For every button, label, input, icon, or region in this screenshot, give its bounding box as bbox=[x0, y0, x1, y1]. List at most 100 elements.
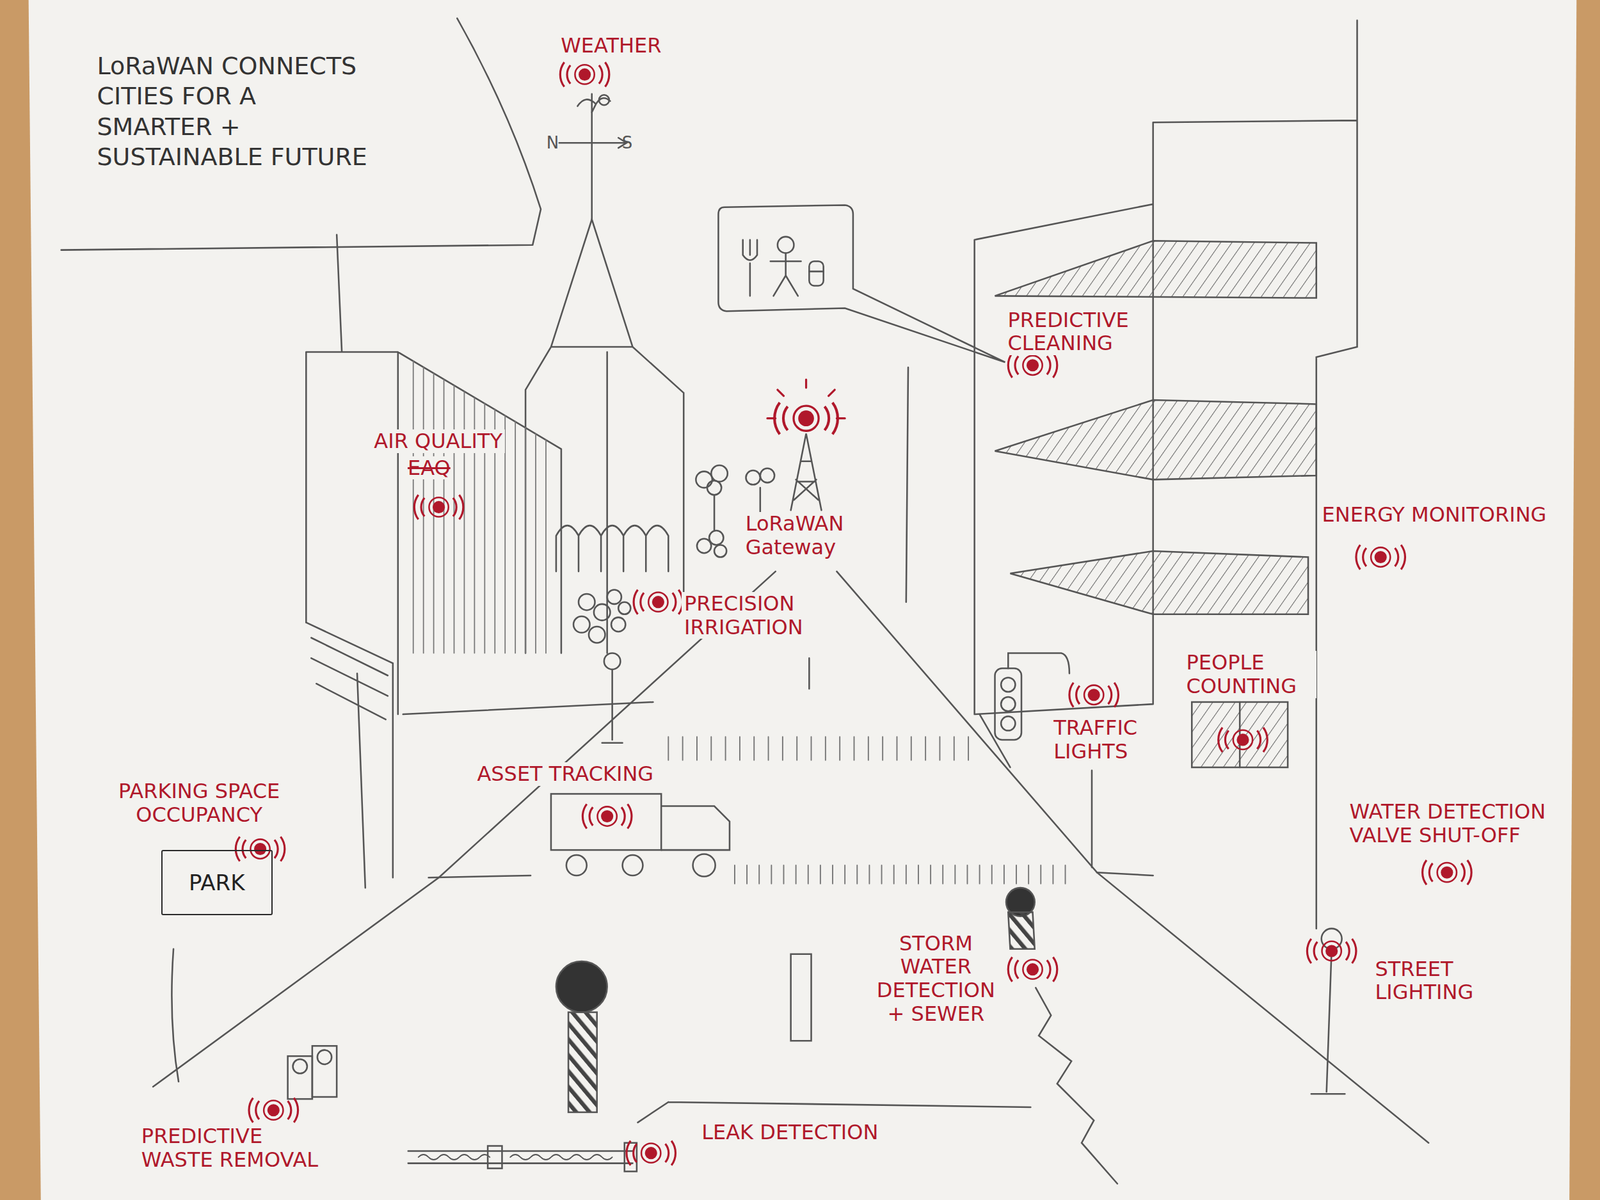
pencil-sketch bbox=[661, 806, 730, 851]
pencil-sketch bbox=[668, 736, 969, 761]
pencil-sketch bbox=[906, 20, 1358, 929]
pencil-sketch bbox=[604, 652, 621, 670]
sensor-label: ENERGY MONITORING bbox=[1319, 503, 1550, 527]
sensor-label: STORM WATER DETECTION + SEWER bbox=[869, 931, 1003, 1026]
sensor-label: PREDICTIVE CLEANING bbox=[1004, 308, 1148, 356]
pencil-sketch bbox=[611, 617, 626, 632]
pencil-sketch bbox=[602, 669, 623, 744]
sensor-label: WATER DETECTION VALVE SHUT-OFF bbox=[1347, 800, 1564, 848]
sensor-icon bbox=[1008, 353, 1058, 378]
sensor-icon bbox=[582, 803, 632, 829]
pencil-sketch bbox=[556, 525, 669, 572]
sensor-icon bbox=[560, 62, 610, 87]
pencil-sketch bbox=[777, 236, 795, 254]
pencil-sketch bbox=[305, 234, 562, 715]
sensor-label: PEOPLE COUNTING bbox=[1183, 650, 1317, 699]
pencil-sketch bbox=[61, 18, 1429, 1184]
pencil-sketch bbox=[152, 571, 1429, 1144]
sensor-icon bbox=[248, 1098, 299, 1123]
pencil-sketch bbox=[293, 1059, 308, 1074]
pencil-sketch bbox=[413, 360, 546, 653]
sensor-icon bbox=[414, 494, 464, 520]
sensor-icon bbox=[633, 590, 683, 615]
pencil-sketch bbox=[317, 1050, 332, 1065]
sign-text: PARK bbox=[188, 869, 246, 896]
pencil-sketch bbox=[707, 480, 722, 495]
sensor-label: S bbox=[619, 133, 636, 153]
pencil-sketch bbox=[305, 622, 393, 889]
pencil-sketch bbox=[525, 219, 684, 654]
pencil-sketch bbox=[711, 465, 728, 482]
pencil-sketch bbox=[588, 626, 606, 644]
paper-sheet bbox=[28, 0, 1577, 1200]
sensor-icon bbox=[1218, 727, 1268, 752]
sensor-icon bbox=[1356, 544, 1406, 569]
pencil-sketch bbox=[568, 1012, 598, 1113]
sensor-icon bbox=[235, 62, 1472, 1166]
sensor-label: TRAFFIC LIGHTS bbox=[1050, 716, 1162, 764]
sensor-label: STREET LIGHTING bbox=[1372, 957, 1493, 1005]
pencil-sketch bbox=[61, 18, 541, 251]
pencil-sketch bbox=[1009, 551, 1309, 615]
pencil-sketch bbox=[791, 433, 822, 511]
pencil-sketch bbox=[618, 602, 631, 615]
pencil-sketch bbox=[487, 1145, 502, 1168]
pencil-sketch bbox=[578, 593, 596, 611]
pencil-sketch bbox=[637, 1102, 1031, 1123]
pencil-sketch bbox=[559, 94, 627, 220]
pencil-sketch bbox=[770, 252, 802, 296]
pencil-sketch bbox=[1191, 702, 1288, 768]
pencil-sketch bbox=[718, 204, 1005, 363]
pencil-sketch bbox=[408, 1150, 633, 1163]
sensor-icon bbox=[1008, 957, 1058, 982]
pencil-sketch bbox=[599, 94, 610, 105]
sensor-icon bbox=[774, 402, 838, 434]
sensor-icon bbox=[626, 1141, 676, 1166]
pencil-sketch bbox=[551, 793, 662, 850]
pencil-sketch bbox=[593, 604, 611, 621]
sensor-icon bbox=[235, 836, 285, 861]
pencil-sketch bbox=[693, 854, 716, 877]
pencil-sketch bbox=[1000, 696, 1016, 712]
sensor-label: LoRaWAN Gateway bbox=[743, 512, 867, 560]
sensor-label: PARKING SPACE OCCUPANCY bbox=[99, 779, 300, 827]
pencil-sketch bbox=[312, 1045, 337, 1097]
sensor-icon bbox=[1306, 938, 1357, 964]
pencil-sketch bbox=[573, 616, 591, 633]
pencil-sketch bbox=[1008, 912, 1035, 949]
sensor-label: EAQ bbox=[405, 456, 454, 480]
pencil-sketch bbox=[745, 470, 760, 485]
sensor-label: LEAK DETECTION bbox=[698, 1120, 881, 1145]
pencil-sketch bbox=[418, 1154, 613, 1160]
sensor-label: N bbox=[544, 133, 562, 153]
pencil-sketch bbox=[1311, 949, 1346, 1094]
pencil-sketch bbox=[1000, 716, 1016, 731]
pencil-sketch bbox=[171, 949, 179, 1082]
pencil-sketch bbox=[607, 590, 622, 605]
sensor-label: PRECISION IRRIGATION bbox=[681, 592, 828, 640]
pencil-sketch bbox=[556, 961, 608, 1013]
sensor-label: PREDICTIVE WASTE REMOVAL bbox=[138, 1124, 336, 1172]
pencil-sketch bbox=[995, 240, 1317, 298]
sensor-label: ASSET TRACKING bbox=[474, 762, 656, 786]
sign-box: PARK bbox=[161, 849, 273, 916]
pencil-sketch bbox=[288, 1056, 313, 1099]
pencil-sketch bbox=[1035, 987, 1118, 1184]
pencil-sketch bbox=[995, 400, 1317, 480]
pencil-sketch bbox=[760, 468, 775, 483]
pencil-sketch bbox=[1000, 677, 1016, 692]
pencil-sketch bbox=[709, 530, 724, 545]
sensor-label: AIR QUALITY bbox=[371, 429, 505, 454]
pencil-sketch bbox=[566, 855, 587, 876]
pencil-sketch bbox=[622, 855, 644, 876]
sensor-label: WEATHER bbox=[558, 33, 664, 58]
sensor-icon bbox=[1422, 860, 1472, 885]
pencil-sketch bbox=[695, 471, 713, 489]
pencil-sketch bbox=[403, 702, 1154, 1041]
pencil-sketch bbox=[808, 270, 824, 273]
sensor-icon bbox=[1069, 682, 1119, 708]
pencil-sketch bbox=[734, 865, 1066, 884]
pencil-sketch bbox=[743, 240, 758, 297]
